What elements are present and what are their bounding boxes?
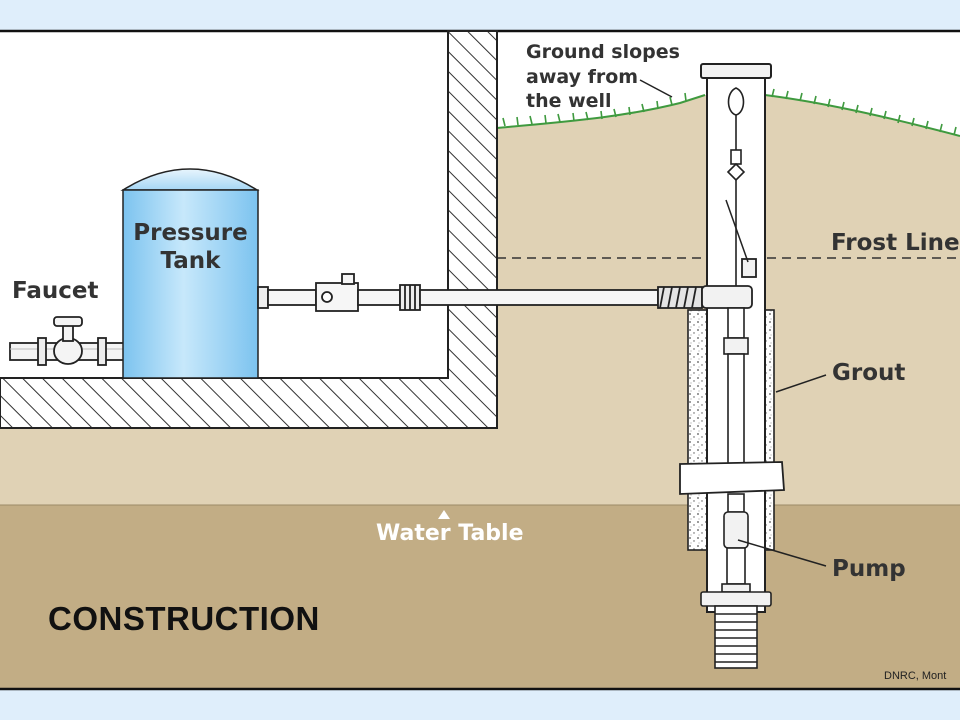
pressure-tank-label-line1: Pressure <box>133 220 248 246</box>
faucet-valve <box>53 316 83 365</box>
pressure-tank-label: Pressure Tank <box>123 220 258 275</box>
ground-slopes-label-line1: Ground slopes <box>526 41 680 63</box>
ground-slopes-label-line2: away from <box>526 65 639 88</box>
pump-label: Pump <box>832 556 906 582</box>
frost-line-label: Frost Line <box>831 230 960 256</box>
water-table-label: Water Table <box>376 521 524 546</box>
well-screen <box>700 591 772 669</box>
water-table-marker <box>438 510 450 519</box>
ground-surface <box>496 94 960 137</box>
faucet-label: Faucet <box>12 278 99 304</box>
lifting-cable <box>726 87 746 286</box>
diagram-title: CONSTRUCTION <box>48 600 320 637</box>
pitless-adapter <box>701 199 757 309</box>
drop-pipe <box>723 307 749 465</box>
saturated-zone <box>0 505 960 690</box>
ground-slopes-label: Ground slopes away from the well <box>526 40 680 114</box>
ground-slopes-label-line3: the well <box>526 90 612 113</box>
grass-tufts <box>502 88 957 136</box>
basement-foundation <box>0 30 498 429</box>
source-credit: DNRC, Mont <box>884 670 947 682</box>
grout-label: Grout <box>832 360 906 386</box>
submersible-pump <box>721 493 751 593</box>
pressure-tank-label-line2: Tank <box>160 247 221 274</box>
supply-line <box>257 273 703 312</box>
casing-collar <box>679 461 785 495</box>
leader-lines <box>639 79 827 567</box>
pressure-tank <box>120 168 260 379</box>
